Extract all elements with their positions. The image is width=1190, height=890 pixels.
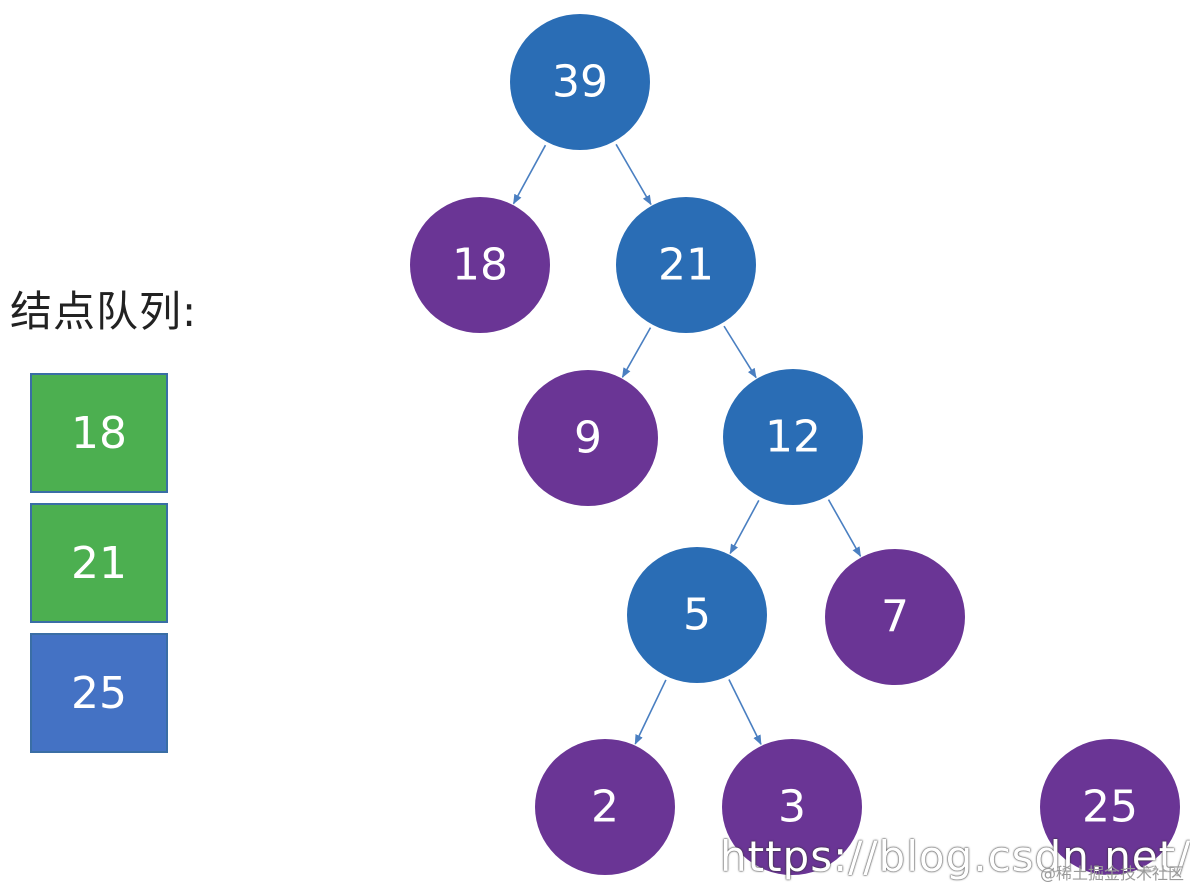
queue-item-label: 21 [71, 537, 127, 589]
tree-node-label: 9 [574, 413, 602, 464]
tree-node-circle [723, 369, 863, 505]
tree-edge-n12-n5 [729, 499, 760, 555]
tree-node-circle [518, 370, 658, 506]
tree-node-12: 12 [723, 369, 863, 505]
tree-node-circle [410, 197, 550, 333]
queue-item: 25 [30, 633, 168, 753]
tree-node-circle [627, 547, 767, 683]
tree-node-39: 39 [510, 14, 650, 150]
tree-node-5: 5 [627, 547, 767, 683]
queue-item-label: 25 [71, 667, 127, 719]
tree-nodes: 39 18 21 9 12 5 7 2 3 25 [410, 14, 1180, 875]
tree-node-circle [616, 197, 756, 333]
tree-node-label: 21 [658, 240, 714, 291]
tree-node-circle [825, 549, 965, 685]
queue-item: 21 [30, 503, 168, 623]
queue-title: 结点队列: [10, 287, 198, 336]
tree-node-label: 2 [591, 782, 619, 833]
tree-node-label: 39 [552, 57, 608, 108]
tree-edge-n12-n7 [827, 499, 862, 557]
tree-node-label: 5 [683, 590, 711, 641]
tree-node-circle [510, 14, 650, 150]
tree-node-label: 3 [778, 782, 806, 833]
tree-edge-n39-n18 [512, 144, 547, 205]
tree-node-7: 7 [825, 549, 965, 685]
tree-node-label: 12 [765, 412, 821, 463]
queue-item-label: 18 [71, 407, 127, 459]
tree-node-circle [722, 739, 862, 875]
tree-node-21: 21 [616, 197, 756, 333]
tree-node-circle [1040, 739, 1180, 875]
tree-node-label: 18 [452, 240, 508, 291]
tree-edge-n21-n12 [723, 325, 757, 379]
tree-edge-n39-n21 [615, 143, 652, 206]
queue-item: 18 [30, 373, 168, 493]
watermark-credit: @稀土掘金技术社区 [1039, 864, 1184, 883]
tree-node-9: 9 [518, 370, 658, 506]
tree-node-3: 3 [722, 739, 862, 875]
tree-edges [512, 143, 862, 746]
tree-node-label: 25 [1082, 782, 1138, 833]
tree-node-18: 18 [410, 197, 550, 333]
tree-edge-n21-n9 [621, 327, 652, 378]
tree-node-circle [535, 739, 675, 875]
tree-node-label: 7 [881, 592, 909, 643]
tree-edge-n5-n3 [728, 679, 762, 746]
tree-node-2: 2 [535, 739, 675, 875]
watermark-url: https://blog.csdn.net/weixin_...ngeID [720, 832, 1190, 881]
tree-node-25: 25 [1040, 739, 1180, 875]
tree-edge-n5-n2 [634, 679, 667, 745]
